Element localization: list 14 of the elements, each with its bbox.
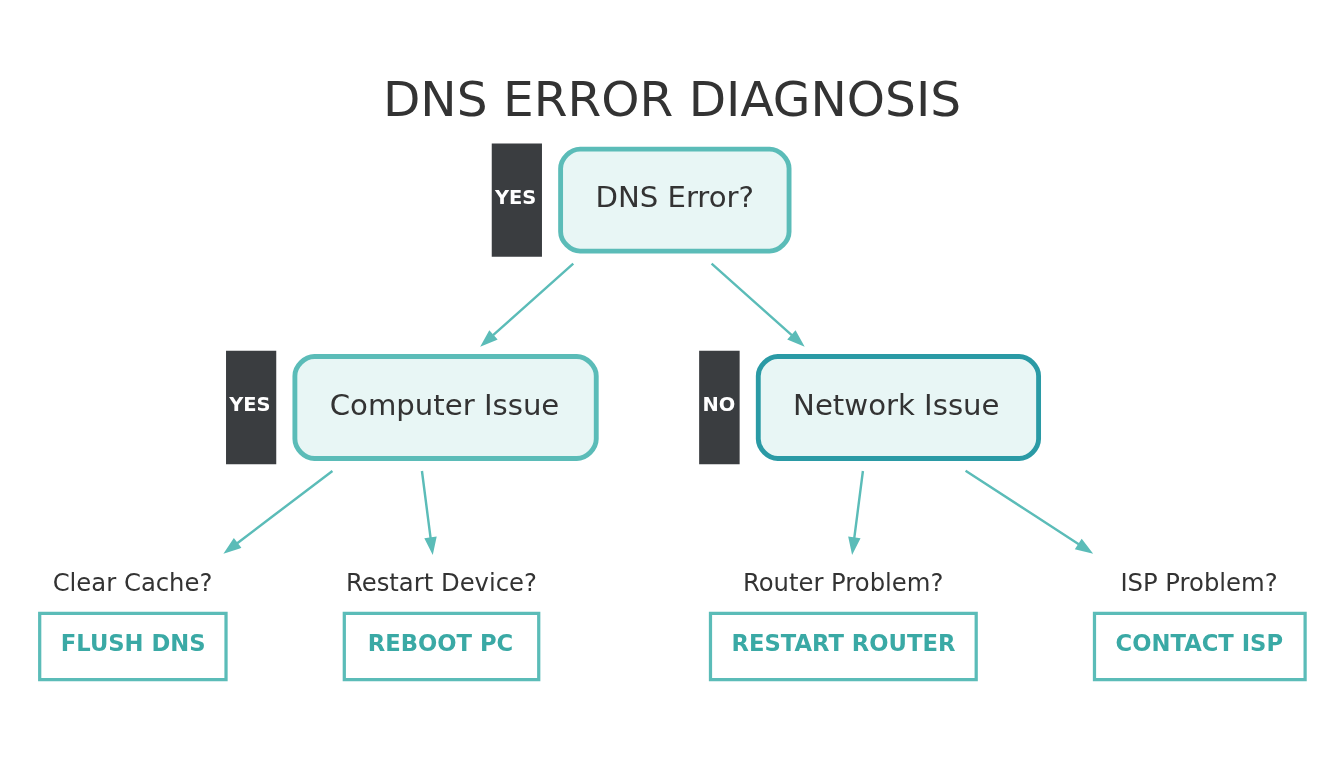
diagram-title: DNS ERROR DIAGNOSIS <box>382 70 962 127</box>
arrow <box>710 262 805 347</box>
node-label: NO <box>702 392 736 416</box>
node-label: YES <box>494 185 537 209</box>
node-label: ISP Problem? <box>1120 567 1278 597</box>
node-label: Clear Cache? <box>52 567 213 597</box>
arrow <box>420 470 437 556</box>
arrow <box>223 470 334 554</box>
node-label: Restart Device? <box>345 567 537 597</box>
node-label: YES <box>229 392 271 416</box>
arrow <box>848 470 865 556</box>
arrow <box>480 262 575 347</box>
arrow <box>964 469 1094 554</box>
node-label: Router Problem? <box>742 567 944 597</box>
